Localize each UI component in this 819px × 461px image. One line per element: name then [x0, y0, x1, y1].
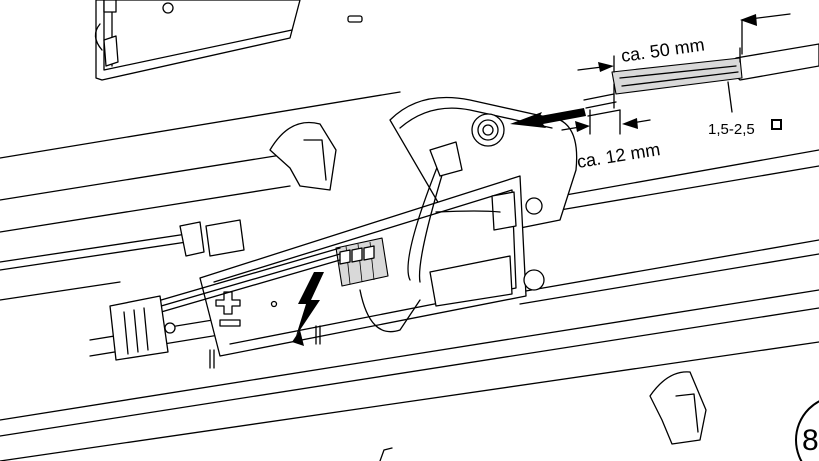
step-number: 8	[802, 424, 819, 457]
step-badge: 8	[795, 400, 819, 461]
mounting-clip-left	[179, 121, 337, 257]
wire-strip-label: ca. 12 mm	[575, 139, 661, 172]
terminal-block	[335, 237, 389, 287]
cable-detail	[561, 13, 819, 135]
mounting-clip-right	[379, 371, 707, 461]
left-clamp	[109, 295, 176, 361]
insertion-arrow	[510, 108, 586, 128]
cross-section-label: 1,5-2,5	[708, 121, 755, 138]
strip-length-label: ca. 50 mm	[620, 34, 706, 66]
square-mm-icon	[771, 119, 782, 130]
upper-fixture	[94, 0, 363, 81]
high-voltage-icon	[292, 272, 324, 346]
